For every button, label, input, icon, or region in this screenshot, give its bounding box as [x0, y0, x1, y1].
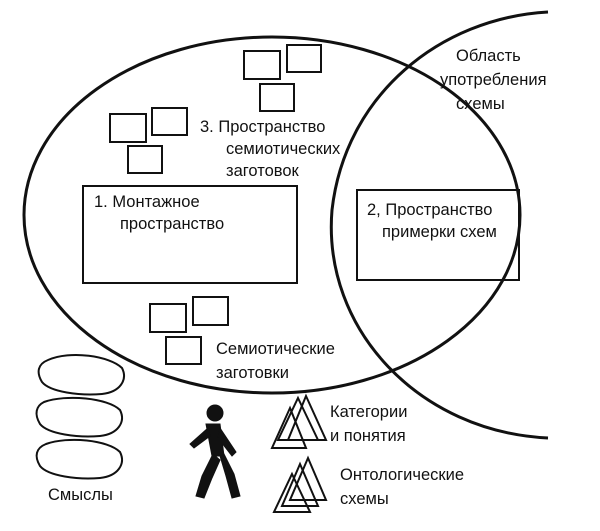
- montage-space-label-line: пространство: [120, 215, 224, 233]
- montage-space-rect: [82, 185, 298, 284]
- square-icon: [243, 50, 281, 80]
- blob-shape-icon: [35, 438, 123, 480]
- semiotic-blanks-label-line: заготовки: [216, 364, 289, 382]
- semiotic-blanks-label: Семиотические заготовки: [216, 340, 339, 382]
- categories-label: Категории и понятия: [330, 403, 412, 445]
- semiotic-space-label-line: заготовок: [226, 162, 300, 180]
- montage-space-label-line: 1. Монтажное: [94, 193, 200, 211]
- semiotic-space-label: 3. Пространство семиотических заготовок: [200, 118, 345, 180]
- meanings-shapes: [35, 354, 125, 480]
- fitting-space-label: 2, Пространство примерки схем: [367, 201, 497, 241]
- usage-area-label-line: схемы: [456, 95, 505, 113]
- square-icon: [192, 296, 229, 326]
- ontological-label: Онтологические схемы: [340, 466, 469, 508]
- ontological-label-line: схемы: [340, 490, 389, 508]
- square-icon: [109, 113, 147, 143]
- categories-label-line: и понятия: [330, 427, 406, 445]
- usage-area-label-line: Область: [456, 47, 521, 65]
- square-icon: [127, 145, 163, 174]
- blob-shape-icon: [35, 396, 123, 438]
- semiotic-blanks-label-line: Семиотические: [216, 340, 335, 358]
- semiotic-blanks-bottom: [149, 296, 229, 365]
- square-icon: [149, 303, 187, 333]
- square-icon: [165, 336, 202, 365]
- categories-label-line: Категории: [330, 403, 407, 421]
- triangle-stack-icon: [272, 455, 328, 513]
- semiotic-blanks-top: [109, 44, 322, 174]
- meanings-label: Смыслы: [48, 486, 113, 504]
- semiotic-space-label-line: семиотических: [226, 140, 341, 158]
- ontological-label-line: Онтологические: [340, 466, 464, 484]
- usage-area-label-line: употребления: [440, 71, 547, 89]
- montage-space-label: 1. Монтажное пространство: [94, 193, 224, 233]
- usage-area-circle: [329, 10, 549, 440]
- triangle-stack-icon: [270, 393, 328, 449]
- blob-shape-icon: [37, 354, 125, 396]
- square-icon: [259, 83, 295, 112]
- square-icon: [151, 107, 188, 136]
- semiotic-space-label-line: 3. Пространство: [200, 118, 325, 136]
- walking-person-icon: [189, 404, 241, 499]
- usage-area-label: Область употребления схемы: [440, 47, 551, 113]
- fitting-space-label-line: 2, Пространство: [367, 201, 492, 219]
- fitting-space-label-line: примерки схем: [382, 223, 497, 241]
- fitting-space-rect: [356, 189, 520, 281]
- square-icon: [286, 44, 322, 73]
